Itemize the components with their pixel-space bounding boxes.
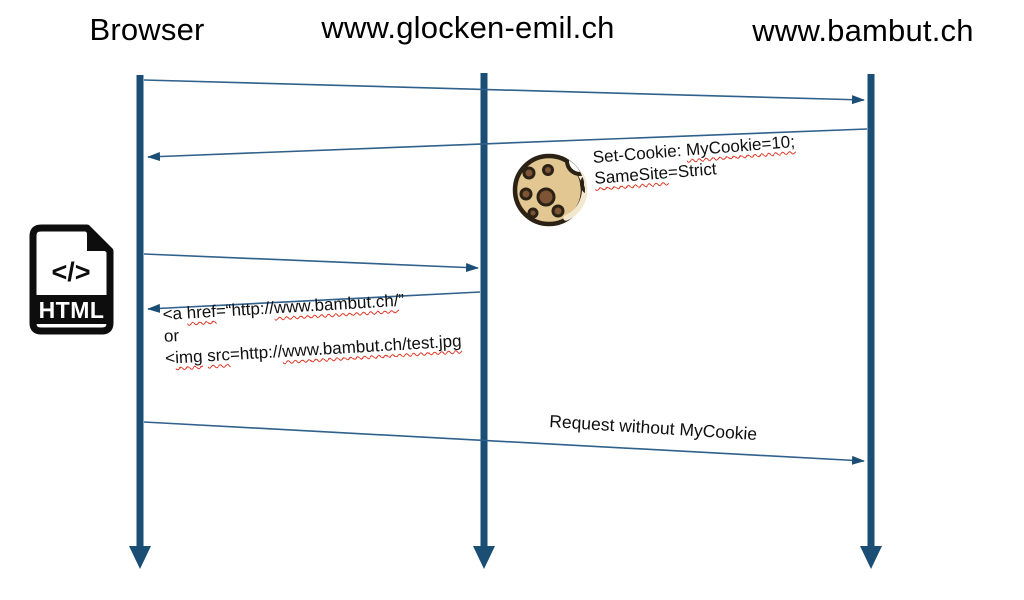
message-browser-to-glocken-request bbox=[143, 253, 479, 272]
lifeline-glocken-emil-arrowhead bbox=[473, 546, 495, 569]
actor-title-bambut: www.bambut.ch bbox=[752, 13, 974, 48]
cookie-icon bbox=[512, 153, 588, 227]
message-browser-to-bambut-nocookie bbox=[143, 421, 865, 465]
html-icon-code-glyph: </> bbox=[51, 257, 90, 287]
message-bambut-to-browser-setcookie bbox=[147, 128, 868, 162]
message-glocken-to-browser-html bbox=[147, 291, 481, 313]
lifeline-glocken-emil bbox=[473, 73, 495, 569]
lifeline-browser-arrowhead bbox=[129, 546, 151, 569]
lifeline-browser bbox=[129, 75, 151, 569]
actor-title-glocken-emil: www.glocken-emil.ch bbox=[321, 10, 615, 45]
html-file-icon: </> HTML bbox=[29, 224, 114, 335]
html-icon-label: HTML bbox=[39, 297, 105, 323]
lifeline-bambut bbox=[860, 74, 882, 569]
actor-title-browser: Browser bbox=[89, 12, 205, 47]
lifeline-bambut-arrowhead bbox=[860, 546, 882, 569]
message-browser-to-bambut-request bbox=[143, 79, 865, 105]
